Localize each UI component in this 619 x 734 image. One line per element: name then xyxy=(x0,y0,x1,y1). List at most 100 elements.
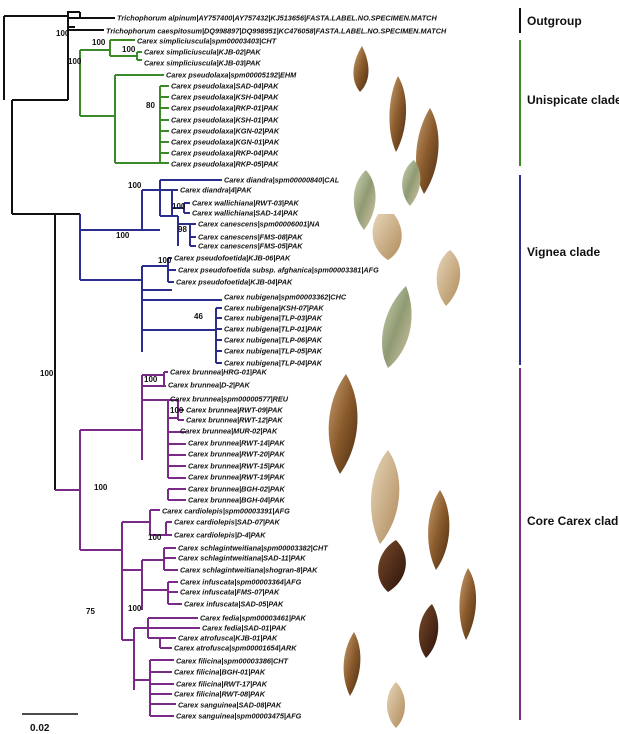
leaf-label: Carex brunnea|RWT-14|PAK xyxy=(188,439,285,448)
specimen-images xyxy=(329,46,476,728)
leaf-label: Carex wallichiana|SAD-14|PAK xyxy=(192,209,299,218)
leaf-label: Carex pseudolaxa|KSH-04|PAK xyxy=(171,93,279,102)
specimen-image xyxy=(373,214,402,260)
leaf-label: Carex infuscata|spm00003364|AFG xyxy=(180,578,302,587)
specimen-image xyxy=(378,540,406,592)
leaf-label: Carex nubigena|spm00003362|CHC xyxy=(224,293,347,302)
specimen-image xyxy=(402,160,420,206)
leaf-label: Carex fedia|SAD-01|PAK xyxy=(202,624,287,633)
leaf-label: Carex nubigena|KSH-07|PAK xyxy=(224,304,324,313)
leaf-label: Carex brunnea|BGH-02|PAK xyxy=(188,485,286,494)
bootstrap-label: 100 xyxy=(122,45,136,54)
clade-label-unispicate: Unispicate clade xyxy=(527,93,619,107)
bootstrap-label: 100 xyxy=(128,181,142,190)
leaf-label: Carex brunnea|RWT-20|PAK xyxy=(188,450,285,459)
specimen-image xyxy=(371,450,399,544)
bootstrap-label: 100 xyxy=(56,29,70,38)
leaf-label: Carex atrofusca|KJB-01|PAK xyxy=(178,634,278,643)
leaf-label: Carex brunnea|spm00000577|REU xyxy=(170,395,289,404)
bootstrap-label: 100 xyxy=(94,483,108,492)
specimen-image xyxy=(437,250,461,306)
leaf-label: Carex pseudofoetida|KJB-06|PAK xyxy=(174,254,291,263)
clade-label-core-carex: Core Carex clad xyxy=(527,514,618,528)
leaf-label: Carex pseudolaxa|RKP-05|PAK xyxy=(171,160,279,169)
leaf-label: Carex schlagintweitiana|spm00003382|CHT xyxy=(178,544,328,553)
specimen-image xyxy=(389,76,406,152)
leaf-label: Carex pseudolaxa|KGN-01|PAK xyxy=(171,138,280,147)
scale-label: 0.02 xyxy=(30,723,50,734)
leaf-label: Carex cardiolepis|SAD-07|PAK xyxy=(174,518,280,527)
leaf-label: Carex pseudofoetida|KJB-04|PAK xyxy=(176,278,293,287)
leaf-label: Carex brunnea|RWT-19|PAK xyxy=(188,473,285,482)
leaf-label: Carex pseudolaxa|spm00005192|EHM xyxy=(166,71,297,80)
bootstrap-label: 100 xyxy=(68,57,82,66)
bootstrap-label: 46 xyxy=(194,312,203,321)
bootstrap-label: 100 xyxy=(92,38,106,47)
leaf-label: Carex schlagintweitiana|shogran-8|PAK xyxy=(180,566,318,575)
leaf-label: Carex filicina|spm00003386|CHT xyxy=(176,657,289,666)
leaf-label: Carex pseudolaxa|RKP-01|PAK xyxy=(171,104,279,113)
leaf-label: Carex brunnea|D-2|PAK xyxy=(168,381,251,390)
leaf-label: Carex wallichiana|RWT-03|PAK xyxy=(192,199,300,208)
leaf-label: Carex filicina|BGH-01|PAK xyxy=(174,668,266,677)
leaf-label: Carex pseudolaxa|RKP-04|PAK xyxy=(171,149,279,158)
leaf-label: Carex brunnea|MUR-02|PAK xyxy=(180,427,278,436)
bootstrap-label: 100 xyxy=(128,604,142,613)
leaf-label: Trichophorum caespitosum|DQ998897|DQ9989… xyxy=(106,27,447,36)
leaf-label: Carex brunnea|BGH-04|PAK xyxy=(188,496,286,505)
leaf-label: Carex filicina|RWT-08|PAK xyxy=(174,690,266,699)
bootstrap-label: 100 xyxy=(158,256,172,265)
leaf-label: Carex filicina|RWT-17|PAK xyxy=(176,680,268,689)
leaf-label: Carex nubigena|TLP-03|PAK xyxy=(224,314,323,323)
leaf-label: Carex pseudolaxa|KSH-01|PAK xyxy=(171,116,279,125)
leaf-label: Carex simpliciuscula|KJB-02|PAK xyxy=(144,48,261,57)
specimen-image xyxy=(459,568,476,640)
leaf-label: Carex simpliciuscula|KJB-03|PAK xyxy=(144,59,261,68)
specimen-image xyxy=(344,632,361,696)
leaf-label: Carex brunnea|RWT-12|PAK xyxy=(186,416,283,425)
leaf-label: Carex pseudolaxa|SAD-04|PAK xyxy=(171,82,279,91)
specimen-image xyxy=(329,374,358,474)
bootstrap-label: 100 xyxy=(144,375,158,384)
leaf-label: Carex fedia|spm00003461|PAK xyxy=(200,614,306,623)
bootstrap-label: 75 xyxy=(86,607,95,616)
leaf-label: Carex brunnea|RWT-09|PAK xyxy=(186,406,283,415)
bootstrap-label: 98 xyxy=(178,225,187,234)
leaf-label: Carex cardiolepis|spm00003391|AFG xyxy=(162,507,290,516)
specimen-image xyxy=(419,604,438,658)
leaf-label: Carex canescens|FMS-05|PAK xyxy=(198,242,303,251)
bootstrap-label: 80 xyxy=(146,101,155,110)
leaf-label: Carex canescens|spm00006001|NA xyxy=(198,220,320,229)
leaf-label: Carex nubigena|TLP-06|PAK xyxy=(224,336,323,345)
leaf-label: Carex brunnea|RWT-15|PAK xyxy=(188,462,285,471)
specimen-image xyxy=(353,46,368,92)
leaf-label: Carex pseudofoetida subsp. afghanica|spm… xyxy=(178,266,379,275)
clade-label-outgroup: Outgroup xyxy=(527,14,582,28)
bootstrap-label: 100 xyxy=(170,406,184,415)
leaf-label: Carex infuscata|SAD-05|PAK xyxy=(184,600,284,609)
leaf-label: Carex brunnea|HRG-01|PAK xyxy=(170,368,268,377)
specimen-image xyxy=(428,490,449,570)
leaf-label: Carex infuscata|FMS-07|PAK xyxy=(180,588,280,597)
specimen-image xyxy=(387,682,405,728)
leaf-label: Carex sanguinea|spm00003475|AFG xyxy=(176,712,302,721)
leaf-label: Carex sanguinea|SAD-08|PAK xyxy=(178,701,282,710)
specimen-image xyxy=(354,170,376,230)
clade-label-vignea: Vignea clade xyxy=(527,245,600,259)
leaf-label: Trichophorum alpinum|AY757400|AY757432|K… xyxy=(117,14,437,23)
leaf-label: Carex diandra|spm00000840|CAL xyxy=(224,176,340,185)
outgroup-branches xyxy=(12,12,80,214)
leaf-label: Carex simpliciuscula|spm00003403|CHT xyxy=(137,37,277,46)
leaf-label: Carex diandra|4|PAK xyxy=(180,186,252,195)
leaf-label: Carex canescens|FMS-08|PAK xyxy=(198,233,303,242)
leaf-label: Carex schlagintweitiana|SAD-11|PAK xyxy=(178,554,306,563)
leaf-label: Carex atrofusca|spm00001654|ARK xyxy=(174,644,297,653)
bootstrap-label: 100 xyxy=(148,533,162,542)
bootstrap-label: 100 xyxy=(116,231,130,240)
leaf-label: Carex nubigena|TLP-04|PAK xyxy=(224,359,323,368)
bootstrap-label: 100 xyxy=(40,369,54,378)
leaf-label: Carex nubigena|TLP-01|PAK xyxy=(224,325,323,334)
specimen-image xyxy=(382,286,412,368)
leaf-label: Carex cardiolepis|D-4|PAK xyxy=(174,531,266,540)
